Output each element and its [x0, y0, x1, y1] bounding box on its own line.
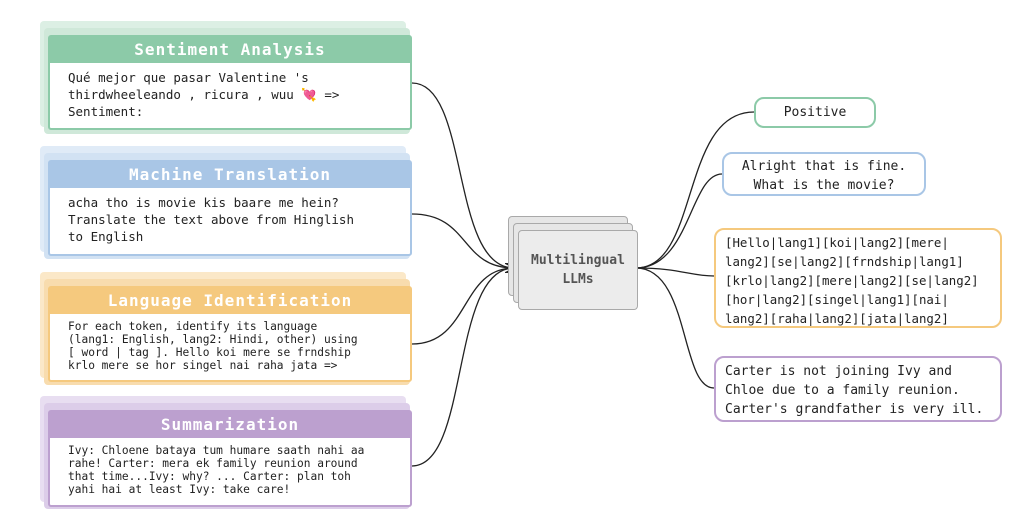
- task-prompt: acha tho is movie kis baare me hein? Tra…: [68, 195, 354, 244]
- llm-label-text: Multilingual LLMs: [531, 253, 625, 287]
- connector-langid: [411, 268, 514, 345]
- connector-out-positive: [635, 111, 755, 269]
- output-sentiment: Positive: [754, 97, 876, 128]
- connector-out-summary: [635, 267, 715, 389]
- output-language-tags: [Hello|lang1][koi|lang2][mere| lang2][se…: [714, 228, 1002, 328]
- connector-translation: [411, 213, 514, 268]
- connector-summarization: [411, 268, 514, 467]
- task-title: Machine Translation: [50, 162, 410, 188]
- task-card: Language Identification For each token, …: [48, 286, 412, 382]
- output-summary: Carter is not joining Ivy and Chloe due …: [714, 356, 1002, 422]
- task-title: Summarization: [50, 412, 410, 438]
- task-prompt: Ivy: Chloene bataya tum humare saath nah…: [68, 444, 365, 496]
- task-card: Sentiment Analysis Qué mejor que pasar V…: [48, 35, 412, 130]
- output-translation: Alright that is fine. What is the movie?: [722, 152, 926, 196]
- task-prompt: For each token, identify its language (l…: [68, 320, 358, 372]
- task-title: Sentiment Analysis: [50, 37, 410, 63]
- task-card: Machine Translation acha tho is movie ki…: [48, 160, 412, 256]
- task-card: Summarization Ivy: Chloene bataya tum hu…: [48, 410, 412, 507]
- task-prompt: Qué mejor que pasar Valentine 's thirdwh…: [68, 70, 340, 119]
- connector-sentiment: [411, 82, 514, 268]
- connector-out-langid: [635, 267, 715, 277]
- connector-out-translation: [635, 173, 723, 269]
- llm-label: Multilingual LLMs: [518, 230, 638, 310]
- task-title: Language Identification: [50, 288, 410, 314]
